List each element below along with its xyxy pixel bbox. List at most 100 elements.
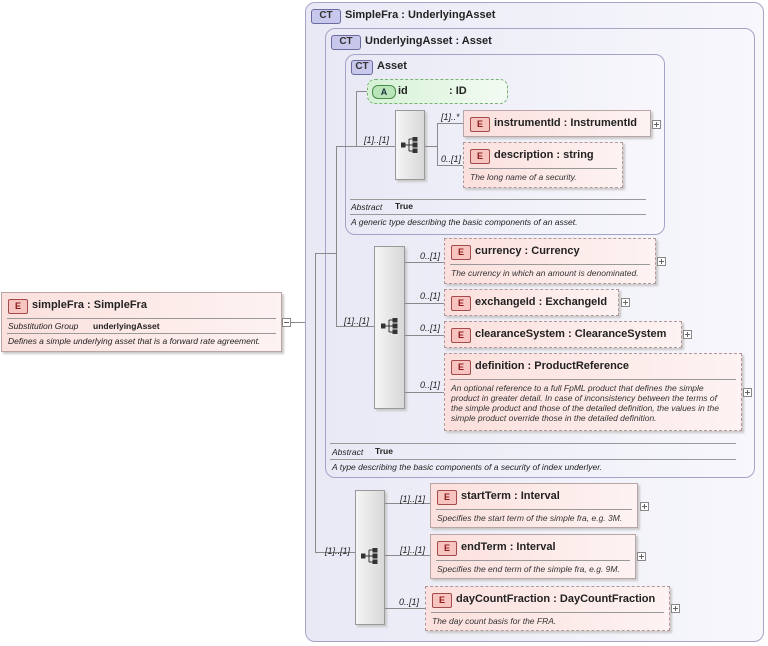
expand-icon[interactable] [652, 120, 661, 129]
abstract-label: Abstract [351, 202, 383, 212]
expand-icon[interactable] [637, 552, 646, 561]
attribute-badge: A [372, 85, 396, 99]
element-daycountfraction[interactable]: E dayCountFraction : DayCountFraction Th… [425, 586, 670, 631]
connector-line [315, 552, 355, 553]
root-element-name: simpleFra : SimpleFra [32, 299, 147, 311]
multiplicity-label: 0..[1] [420, 251, 441, 261]
element-badge: E [432, 593, 452, 608]
element-doc: Specifies the end term of the simple fra… [437, 564, 620, 574]
multiplicity-label: [1]..[1] [364, 135, 390, 145]
multiplicity-label: [1]..[1] [400, 494, 426, 504]
multiplicity-label: 0..[1] [399, 597, 420, 607]
element-startterm[interactable]: E startTerm : Interval Specifies the sta… [430, 483, 638, 528]
element-name: description : string [494, 149, 594, 161]
connector-line [315, 253, 337, 254]
element-description[interactable]: E description : string The long name of … [463, 142, 623, 188]
element-name: instrumentId : InstrumentId [494, 117, 638, 129]
element-currency[interactable]: E currency : Currency The currency in wh… [444, 238, 656, 284]
complex-type-icon: CT [351, 60, 373, 75]
collapse-toggle-icon[interactable] [282, 318, 291, 327]
abstract-label: Abstract [332, 447, 364, 457]
root-element-doc: Defines a simple underlying asset that i… [8, 336, 261, 346]
element-exchangeid[interactable]: E exchangeId : ExchangeId [444, 289, 619, 316]
sequence-compositor[interactable] [355, 490, 385, 625]
sequence-icon [380, 317, 399, 335]
connector-line [385, 608, 425, 609]
element-name: exchangeId : ExchangeId [475, 296, 608, 308]
element-badge: E [470, 149, 490, 164]
divider [7, 318, 276, 319]
root-element-simplefra[interactable]: E simpleFra : SimpleFra Substitution Gro… [1, 292, 282, 352]
divider [350, 199, 646, 200]
divider [450, 379, 736, 380]
element-doc-line: An optional reference to a full FpML pro… [451, 383, 704, 393]
element-name: currency : Currency [475, 245, 580, 257]
connector-line [405, 262, 444, 263]
element-name: clearanceSystem : ClearanceSystem [475, 328, 667, 340]
element-badge: E [437, 541, 457, 556]
element-doc-line: the simple product and those of the deta… [451, 403, 719, 413]
multiplicity-label: 0..[1] [420, 323, 441, 333]
multiplicity-label: 0..[1] [441, 154, 462, 164]
expand-icon[interactable] [640, 502, 649, 511]
divider [7, 333, 276, 334]
element-badge: E [451, 328, 471, 343]
connector-line [405, 335, 444, 336]
abstract-value: True [375, 446, 393, 456]
complex-type-icon: CT [331, 35, 361, 50]
element-name: dayCountFraction : DayCountFraction [456, 593, 656, 605]
element-name: startTerm : Interval [461, 490, 560, 502]
connector-line [356, 146, 395, 147]
attribute-id[interactable]: A id : ID [367, 79, 508, 104]
element-doc: The currency in which an amount is denom… [451, 268, 639, 278]
element-name: definition : ProductReference [475, 360, 630, 372]
element-badge: E [470, 117, 490, 132]
sequence-icon [360, 547, 379, 565]
expand-icon[interactable] [671, 604, 680, 613]
element-endterm[interactable]: E endTerm : Interval Specifies the end t… [430, 534, 636, 579]
divider [436, 509, 632, 510]
substitution-group-label: Substitution Group [8, 321, 79, 331]
abstract-value: True [395, 201, 413, 211]
element-definition[interactable]: E definition : ProductReference An optio… [444, 353, 742, 431]
expand-icon[interactable] [657, 257, 666, 266]
complex-type-doc: A type describing the basic components o… [332, 462, 603, 472]
attribute-name: id [398, 85, 408, 97]
divider [450, 264, 650, 265]
element-doc-line: product in greater detail. In case of in… [451, 393, 718, 403]
element-doc: The long name of a security. [470, 172, 577, 182]
element-doc: Specifies the start term of the simple f… [437, 513, 623, 523]
divider [330, 459, 736, 460]
sequence-icon [400, 136, 419, 154]
element-doc: The day count basis for the FRA. [432, 616, 557, 626]
multiplicity-label: 0..[1] [420, 291, 441, 301]
element-doc-line: simple product override those in the det… [451, 413, 657, 423]
connector-line [315, 253, 316, 552]
substitution-group-value: underlyingAsset [93, 321, 160, 331]
element-name: endTerm : Interval [461, 541, 556, 553]
divider [330, 443, 736, 444]
expand-icon[interactable] [743, 388, 752, 397]
complex-type-icon: CT [311, 9, 341, 24]
connector-line [291, 322, 305, 323]
complex-type-title: SimpleFra : UnderlyingAsset [345, 9, 496, 21]
divider [469, 168, 617, 169]
element-instrumentid[interactable]: E instrumentId : InstrumentId [463, 110, 651, 137]
connector-line [336, 146, 337, 326]
connector-line [385, 555, 430, 556]
attribute-type: : ID [449, 85, 467, 97]
connector-line [437, 123, 438, 165]
expand-icon[interactable] [621, 298, 630, 307]
multiplicity-label: [1]..[1] [325, 546, 351, 556]
complex-type-doc: A generic type describing the basic comp… [351, 217, 578, 227]
complex-type-title: Asset [377, 60, 407, 72]
multiplicity-label: 0..[1] [420, 380, 441, 390]
element-badge: E [451, 360, 471, 375]
element-badge: E [437, 490, 457, 505]
divider [431, 612, 664, 613]
connector-line [356, 91, 367, 92]
element-badge: E [451, 245, 471, 260]
multiplicity-label: [1]..[1] [344, 316, 370, 326]
expand-icon[interactable] [683, 330, 692, 339]
element-clearancesystem[interactable]: E clearanceSystem : ClearanceSystem [444, 321, 682, 348]
